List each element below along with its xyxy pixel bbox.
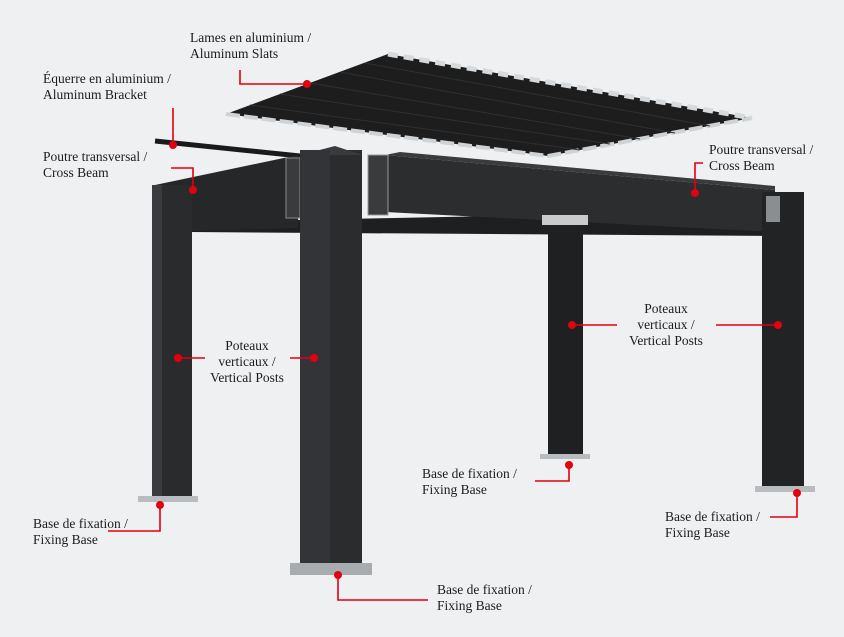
label-base-left: Base de fixation / Fixing Base bbox=[33, 516, 128, 548]
label-cross-beam-right: Poutre transversal / Cross Beam bbox=[709, 142, 813, 174]
label-en: Fixing Base bbox=[665, 525, 730, 540]
label-en: Vertical Posts bbox=[210, 370, 284, 385]
label-fr: Poteaux bbox=[644, 301, 688, 316]
label-fr: verticaux / bbox=[218, 354, 276, 369]
label-en: Aluminum Slats bbox=[190, 46, 279, 61]
label-fr: Base de fixation / bbox=[437, 582, 532, 597]
label-base-middle: Base de fixation / Fixing Base bbox=[422, 466, 517, 498]
label-en: Vertical Posts bbox=[629, 333, 703, 348]
label-base-front: Base de fixation / Fixing Base bbox=[437, 582, 532, 614]
marker-dots bbox=[156, 80, 801, 579]
aluminum-bracket bbox=[154, 138, 301, 159]
label-en: Aluminum Bracket bbox=[43, 87, 147, 102]
label-fr: Base de fixation / bbox=[33, 516, 128, 531]
label-fr: Poutre transversal / bbox=[709, 142, 814, 157]
label-en: Fixing Base bbox=[33, 532, 98, 547]
label-cross-beam-left: Poutre transversal / Cross Beam bbox=[43, 149, 147, 181]
label-bracket: Équerre en aluminium / Aluminum Bracket bbox=[43, 71, 171, 103]
label-fr: Base de fixation / bbox=[665, 509, 760, 524]
middle-post bbox=[540, 215, 590, 459]
aluminum-slats-roof bbox=[225, 51, 753, 159]
label-fr: Base de fixation / bbox=[422, 466, 517, 481]
leader-lines bbox=[108, 70, 798, 601]
left-post bbox=[138, 185, 198, 502]
label-en: Fixing Base bbox=[422, 482, 487, 497]
label-posts-right: Poteaux verticaux / Vertical Posts bbox=[616, 301, 716, 349]
right-cross-beam bbox=[385, 155, 775, 232]
label-fr: verticaux / bbox=[637, 317, 695, 332]
label-fr: Équerre en aluminium / bbox=[43, 71, 171, 86]
label-base-right: Base de fixation / Fixing Base bbox=[665, 509, 760, 541]
label-fr: Poutre transversal / bbox=[43, 149, 148, 164]
label-fr: Poteaux bbox=[225, 338, 269, 353]
label-en: Cross Beam bbox=[43, 165, 109, 180]
label-posts-left: Poteaux verticaux / Vertical Posts bbox=[197, 338, 297, 386]
label-slats: Lames en aluminium / Aluminum Slats bbox=[190, 30, 311, 62]
label-fr: Lames en aluminium / bbox=[190, 30, 312, 45]
label-en: Fixing Base bbox=[437, 598, 502, 613]
right-post bbox=[755, 192, 815, 492]
label-en: Cross Beam bbox=[709, 158, 775, 173]
front-post bbox=[290, 146, 372, 575]
